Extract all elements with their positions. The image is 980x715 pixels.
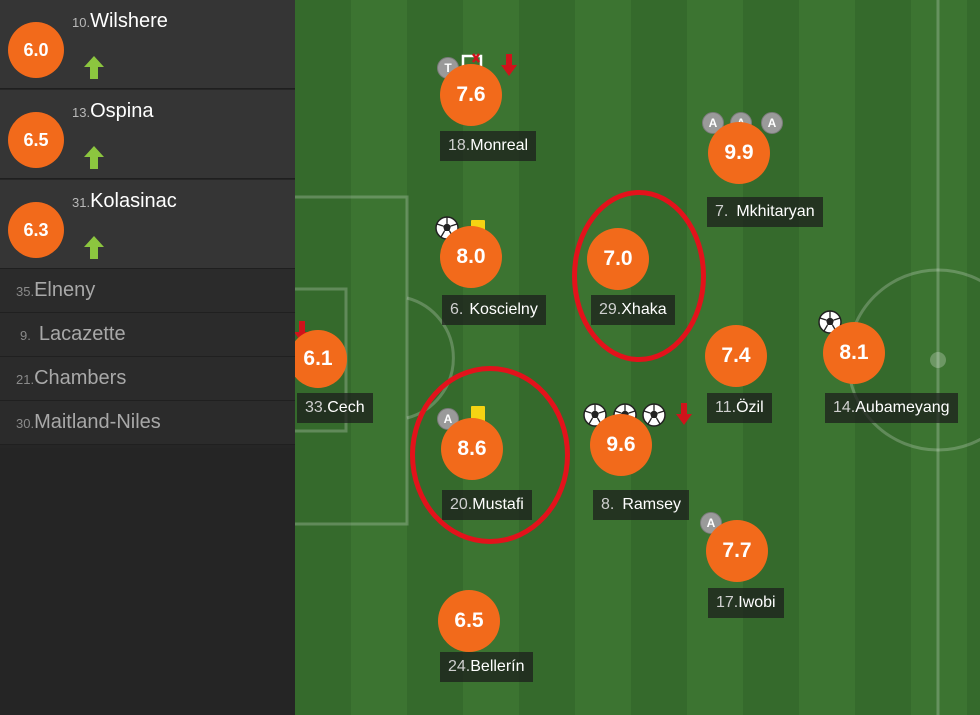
player-name-text: Ospina [90,100,154,122]
player-name-text: Elneny [34,279,96,301]
player-name: 10.Wilshere [72,10,168,33]
player-label[interactable]: 6.Koscielny [442,295,546,325]
player-name: 13.Ospina [72,100,153,123]
rating-badge[interactable]: 7.6 [440,64,502,126]
player-name: 35.Elneny [16,279,95,302]
rating-badge[interactable]: 8.6 [441,418,503,480]
bench-row[interactable]: 35.Elneny [0,269,295,313]
bench-row[interactable]: 9. Lacazette [0,313,295,357]
sub-out-arrow-icon [676,403,692,425]
center-spot [930,352,946,368]
player-label[interactable]: 18.Monreal [440,131,537,161]
player-label[interactable]: 7.Mkhitaryan [707,197,823,227]
substitute-row[interactable]: 6.3 31.Kolasinac [0,180,295,269]
sub-out-arrow-icon [501,54,517,76]
penalty-arc [406,296,455,420]
player-name: 31.Kolasinac [72,190,177,213]
player-number: 10. [72,15,91,30]
player-label[interactable]: 29.Xhaka [591,295,675,325]
player-number: 13. [72,105,91,120]
rating-badge[interactable]: 8.0 [440,226,502,288]
assist-icon: A [761,112,783,134]
player-name-text: Wilshere [90,10,168,32]
player-name-text: Maitland-Niles [34,411,161,433]
rating-badge: 6.5 [8,112,64,168]
goal-ball-icon [642,403,666,427]
player-name: 9. Lacazette [20,323,126,346]
player-label[interactable]: 33.Cech [297,393,373,423]
player-number: 21. [16,372,35,387]
bench-row[interactable]: 30.Maitland-Niles [0,401,295,445]
player-label[interactable]: 11.Özil [707,393,772,423]
panel-filler [0,448,295,715]
player-label[interactable]: 8.Ramsey [593,490,690,520]
pitch: 6.1 33.Cech T 7.6 18.Monreal 8.0 6.Kosci… [295,0,980,715]
substitutes-panel: 6.0 10.Wilshere 6.5 13.Ospina 6.3 31.Kol… [0,0,295,715]
rating-badge: 6.3 [8,202,64,258]
player-label[interactable]: 20.Mustafi [442,490,532,520]
player-name: 21.Chambers [16,367,126,390]
player-label[interactable]: 17.Iwobi [708,588,784,618]
substitute-row[interactable]: 6.5 13.Ospina [0,90,295,179]
player-name-text: Lacazette [38,323,126,345]
player-name-text: Kolasinac [90,190,177,212]
rating-badge[interactable]: 6.1 [295,330,347,388]
sub-in-arrow-icon [84,56,104,79]
player-number: 9. [20,328,31,343]
bench-row[interactable]: 21.Chambers [0,357,295,401]
player-label[interactable]: 14.Aubameyang [825,393,958,423]
player-number: 30. [16,416,35,431]
sub-in-arrow-icon [84,146,104,169]
substitute-row[interactable]: 6.0 10.Wilshere [0,0,295,89]
rating-badge[interactable]: 7.4 [705,325,767,387]
rating-badge[interactable]: 8.1 [823,322,885,384]
sub-in-arrow-icon [84,236,104,259]
player-name: 30.Maitland-Niles [16,411,161,434]
rating-badge[interactable]: 7.0 [587,228,649,290]
rating-badge: 6.0 [8,22,64,78]
rating-badge[interactable]: 6.5 [438,590,500,652]
player-label[interactable]: 24.Bellerín [440,652,533,682]
rating-badge[interactable]: 7.7 [706,520,768,582]
player-name-text: Chambers [34,367,127,389]
rating-badge[interactable]: 9.9 [708,122,770,184]
rating-badge[interactable]: 9.6 [590,414,652,476]
player-number: 35. [16,284,35,299]
penalty-box [295,195,409,526]
player-number: 31. [72,195,91,210]
